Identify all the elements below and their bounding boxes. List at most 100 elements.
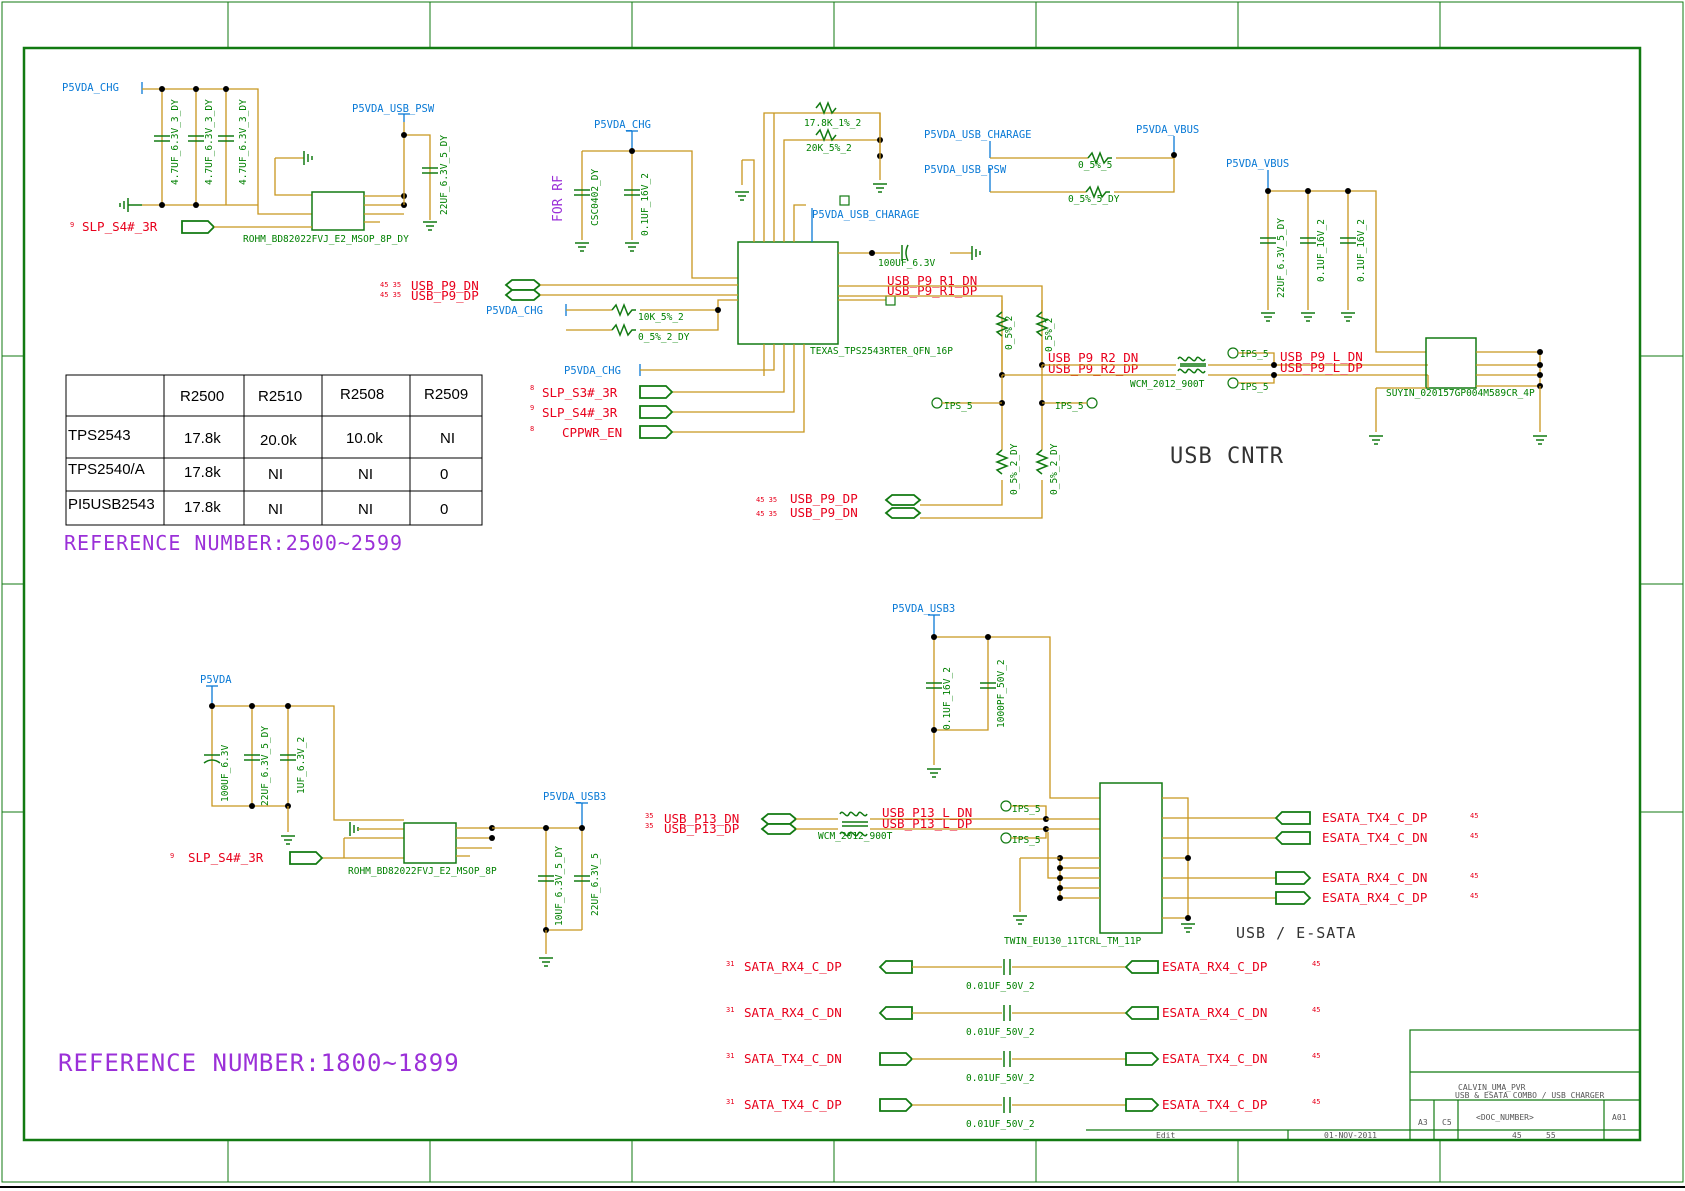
tps2543-ic xyxy=(737,241,839,345)
ground-icon xyxy=(1341,312,1355,322)
diff-connector xyxy=(504,279,542,291)
part-label: 0_5%_2_DY xyxy=(1009,443,1020,495)
net-label: USB_P9_L_DN xyxy=(1280,349,1363,364)
part-label: 0_5%_2_DY xyxy=(1049,443,1060,495)
ground-icon xyxy=(303,151,313,165)
off-page-connector xyxy=(878,960,913,974)
revision: A01 xyxy=(1612,1113,1627,1122)
ground-icon xyxy=(927,768,941,778)
table-cell: PI5USB2543 xyxy=(68,496,155,513)
diff-connector xyxy=(504,289,542,301)
off-page-connector xyxy=(639,425,674,439)
table-header: R2510 xyxy=(258,388,302,405)
ground-icon xyxy=(1301,312,1315,322)
usb-p9-routing: USB_P9_R1_DN USB_P9_R1_DP 0_5%_2 0_5%_2 … xyxy=(756,273,1428,520)
ground-icon xyxy=(575,242,589,252)
net-label: SLP_S4#_3R xyxy=(188,850,264,865)
net-label: USB_P13_L_DN xyxy=(882,805,972,820)
resistor-symbol xyxy=(611,322,636,338)
resistor-symbol xyxy=(815,100,837,116)
power-label: P5VDA_CHG xyxy=(486,305,543,317)
sata-coupling-caps: 31 SATA_RX4_C_DP 0.01UF_50V_2 ESATA_RX4_… xyxy=(726,959,1320,1130)
part-label: 1UF_6.3V_2 xyxy=(296,737,307,794)
ground-icon xyxy=(281,835,295,845)
part-label: 0.1UF_16V_2 xyxy=(640,173,651,236)
usb-esata-combo: P5VDA_USB3 0.1UF_16V_2 1000PF_50V_2 35 U… xyxy=(645,603,1478,947)
part-label: IPS_5 xyxy=(1240,382,1269,393)
power-label: P5VDA_CHG xyxy=(62,82,119,94)
page-ref: 45 35 xyxy=(380,291,401,299)
power-label: P5VDA_USB3 xyxy=(892,603,955,615)
sheet-size: A3 xyxy=(1418,1118,1428,1127)
net-label: USB_P13_DP xyxy=(664,821,739,836)
resistor-option-table: R2500 R2510 R2508 R2509 TPS2543 17.8k 20… xyxy=(65,374,483,526)
ground-icon xyxy=(735,191,749,201)
power-label: P5VDA_USB_CHARAGE xyxy=(924,129,1031,141)
load-switch-ic xyxy=(311,191,365,231)
part-label: 0.1UF_16V_2 xyxy=(942,667,953,730)
page-ref: 45 xyxy=(1470,892,1478,900)
table-cell: NI xyxy=(268,466,283,483)
sheet-total: 55 xyxy=(1546,1131,1556,1140)
load-switch-ic xyxy=(403,822,457,864)
part-label: 4.7UF_6.3V_3_DY xyxy=(204,99,215,185)
page-ref: 31 xyxy=(726,1098,734,1106)
part-label: ROHM_BD82022FVJ_E2_MSOP_8P xyxy=(348,866,497,877)
part-label: 0.01UF_50V_2 xyxy=(966,1073,1035,1084)
net-label: USB_P9_DP xyxy=(411,288,479,303)
part-label: 22UF_6.3V_5_DY xyxy=(439,135,450,215)
off-page-connector xyxy=(1274,831,1311,845)
part-label: TWIN_EU130_11TCRL_TM_11P xyxy=(1004,936,1142,947)
resistor-symbol xyxy=(1087,150,1112,166)
table-header: R2509 xyxy=(424,386,468,403)
project-name: CALVIN_UMA_PVR xyxy=(1458,1083,1526,1092)
page-ref: 45 xyxy=(1470,872,1478,880)
net-label: USB_P9_R1_DP xyxy=(887,283,977,298)
net-label: USB_P13_L_DP xyxy=(882,816,972,831)
note-label: FOR RF xyxy=(551,175,566,222)
table-cell: 10.0k xyxy=(346,430,383,447)
table-cell: 17.8k xyxy=(184,430,221,447)
off-page-connector xyxy=(1125,1098,1160,1112)
doc-number: <DOC_NUMBER> xyxy=(1476,1113,1534,1122)
diff-connector xyxy=(760,823,798,835)
ground-icon xyxy=(873,183,887,193)
off-page-connector xyxy=(1275,891,1312,905)
net-label: SATA_RX4_C_DN xyxy=(744,1005,842,1020)
common-mode-choke xyxy=(839,811,868,837)
part-label: 0.01UF_50V_2 xyxy=(966,1027,1035,1038)
page-ref: 9 xyxy=(170,852,174,860)
ground-icon xyxy=(423,221,437,231)
net-label: CPPWR_EN xyxy=(562,425,622,440)
ground-icon xyxy=(1533,435,1547,445)
part-label: 0_5%_2 xyxy=(1044,318,1055,352)
part-label: 100UF_6.3V xyxy=(878,258,935,269)
page-ref: 45 35 xyxy=(756,510,777,518)
power-label: P5VDA_CHG xyxy=(594,119,651,131)
ground-icon xyxy=(1013,915,1027,925)
table-cell: TPS2543 xyxy=(68,427,131,444)
sheet-number: 45 xyxy=(1512,1131,1522,1140)
page-ref: 45 xyxy=(1312,1006,1320,1014)
part-label: 4.7UF_6.3V_3_DY xyxy=(170,99,181,185)
common-mode-choke xyxy=(1177,356,1206,374)
net-label: USB_P9_DN xyxy=(790,505,858,520)
power-label: P5VDA_VBUS xyxy=(1136,124,1199,136)
net-label: SLP_S3#_3R xyxy=(542,385,618,400)
ground-icon xyxy=(625,242,639,252)
part-label: IPS_5 xyxy=(944,401,973,412)
power-label: P5VDA_USB_PSW xyxy=(924,164,1007,176)
part-label: 0.1UF_16V_2 xyxy=(1316,219,1327,282)
off-page-connector xyxy=(878,1006,913,1020)
power-label: P5VDA_VBUS xyxy=(1226,158,1289,170)
net-label: ESATA_TX4_C_DP xyxy=(1162,1097,1267,1112)
resistor-symbol xyxy=(1034,449,1050,475)
usb-p9-input: 45 35 USB_P9_DN 45 35 USB_P9_DP P5VDA_CH… xyxy=(380,278,738,343)
table-cell: 20.0k xyxy=(260,432,297,449)
net-label: ESATA_TX4_C_DN xyxy=(1162,1051,1267,1066)
resistor-symbol xyxy=(994,311,1010,337)
part-label: 17.8K_1%_2 xyxy=(804,118,861,129)
ground-icon xyxy=(1181,923,1195,933)
part-label: 22UF_6.3V_5_DY xyxy=(260,726,271,806)
